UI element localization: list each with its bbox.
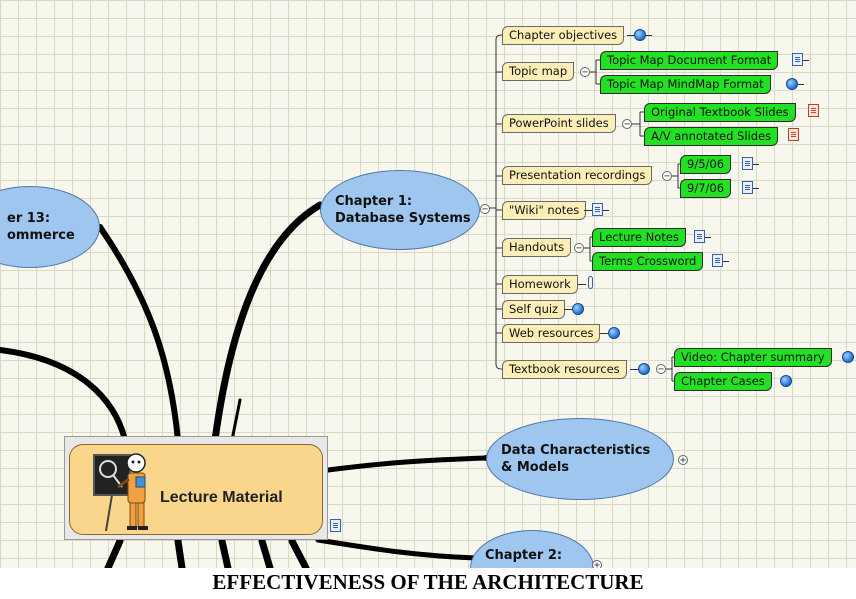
web-link-icon[interactable]	[608, 327, 620, 339]
collapse-handouts-button[interactable]: −	[574, 243, 584, 254]
document-icon[interactable]	[330, 519, 341, 532]
leaf-topic-map-document[interactable]: Topic Map Document Format	[600, 51, 779, 70]
document-icon[interactable]	[712, 254, 723, 267]
leaf-topic-map-mindmap[interactable]: Topic Map MindMap Format	[600, 75, 771, 94]
topic-data-characteristics-line1: Data Characteristics	[501, 443, 651, 458]
collapse-topic-map-button[interactable]: −	[580, 67, 590, 78]
subtopic-chapter-objectives[interactable]: Chapter objectives	[502, 26, 625, 45]
leaf-lecture-notes[interactable]: Lecture Notes	[592, 228, 686, 247]
connector-dash	[753, 188, 759, 189]
collapse-recordings-button[interactable]: −	[662, 171, 672, 182]
connector-dash	[603, 210, 609, 211]
topic-data-characteristics[interactable]: Data Characteristics & Models	[486, 418, 674, 500]
collapse-powerpoint-button[interactable]: −	[622, 119, 632, 130]
teacher-clipart-icon	[93, 453, 148, 532]
document-icon[interactable]	[742, 181, 753, 194]
powerpoint-file-icon[interactable]	[808, 104, 819, 117]
connector-dash	[803, 60, 809, 61]
leaf-recording-1[interactable]: 9/5/06	[680, 155, 732, 174]
figure-caption: EFFECTIVENESS OF THE ARCHITECTURE	[212, 570, 644, 594]
document-icon[interactable]	[592, 203, 603, 216]
leaf-recording-2[interactable]: 9/7/06	[680, 179, 732, 198]
web-link-icon[interactable]	[572, 303, 584, 315]
connector-dash	[646, 35, 652, 36]
subtopic-web-resources[interactable]: Web resources	[502, 324, 601, 343]
subtopic-textbook-resources[interactable]: Textbook resources	[502, 360, 627, 379]
connector-dash	[723, 261, 729, 262]
connector-dash	[584, 210, 592, 211]
collapse-chapter-1-button[interactable]: −	[480, 204, 490, 215]
topic-chapter-2-line1: Chapter 2:	[485, 548, 563, 563]
web-link-icon[interactable]	[634, 29, 646, 41]
central-topic[interactable]: Lecture Material	[69, 444, 323, 535]
connector-dash	[578, 284, 586, 285]
document-icon[interactable]	[694, 230, 705, 243]
paperclip-icon[interactable]	[588, 276, 593, 289]
topic-chapter-13-line2: ommerce	[7, 228, 75, 243]
topic-chapter-1[interactable]: Chapter 1: Database Systems	[320, 170, 480, 250]
web-link-icon[interactable]	[780, 375, 792, 387]
central-topic-frame[interactable]: Lecture Material	[64, 436, 328, 540]
connector-dash	[630, 369, 638, 370]
collapse-textbook-button[interactable]: −	[656, 364, 666, 375]
topic-data-characteristics-line2: & Models	[501, 460, 570, 475]
expand-chapter-2-button[interactable]: +	[592, 560, 602, 568]
connector-dash	[564, 309, 572, 310]
connector-dash	[600, 333, 608, 334]
leaf-video-chapter-summary[interactable]: Video: Chapter summary	[674, 348, 832, 367]
mindmap-link-icon[interactable]	[786, 78, 798, 90]
subtopic-powerpoint-slides[interactable]: PowerPoint slides	[502, 114, 616, 133]
document-icon[interactable]	[742, 157, 753, 170]
mindmap-canvas[interactable]: er 13: ommerce Chapter 1: Database Syste…	[0, 0, 856, 568]
subtopic-handouts[interactable]: Handouts	[502, 238, 572, 257]
leaf-av-annotated-slides[interactable]: A/V annotated Slides	[644, 127, 779, 146]
subtopic-wiki-notes[interactable]: "Wiki" notes	[502, 201, 587, 220]
connector-lines	[0, 34, 680, 568]
connector-dash	[753, 164, 759, 165]
expand-data-characteristics-button[interactable]: +	[678, 455, 688, 466]
central-topic-label: Lecture Material	[160, 489, 283, 506]
web-link-icon[interactable]	[842, 351, 854, 363]
subtopic-homework[interactable]: Homework	[502, 275, 578, 294]
subtopic-self-quiz[interactable]: Self quiz	[502, 300, 566, 319]
topic-chapter-13-line1: er 13:	[7, 211, 51, 226]
connector-dash	[627, 35, 635, 36]
connector-dash	[705, 237, 711, 238]
topic-chapter-1-line2: Database Systems	[335, 211, 471, 226]
leaf-original-textbook-slides[interactable]: Original Textbook Slides	[644, 103, 796, 122]
subtopic-topic-map[interactable]: Topic map	[502, 62, 575, 81]
subtopic-presentation-recordings[interactable]: Presentation recordings	[502, 166, 653, 185]
leaf-terms-crossword[interactable]: Terms Crossword	[592, 252, 704, 271]
powerpoint-file-icon[interactable]	[788, 128, 799, 141]
web-link-icon[interactable]	[638, 363, 650, 375]
topic-chapter-1-line1: Chapter 1:	[335, 194, 413, 209]
document-icon[interactable]	[792, 53, 803, 66]
connector-dash	[798, 84, 804, 85]
leaf-chapter-cases[interactable]: Chapter Cases	[674, 372, 772, 391]
